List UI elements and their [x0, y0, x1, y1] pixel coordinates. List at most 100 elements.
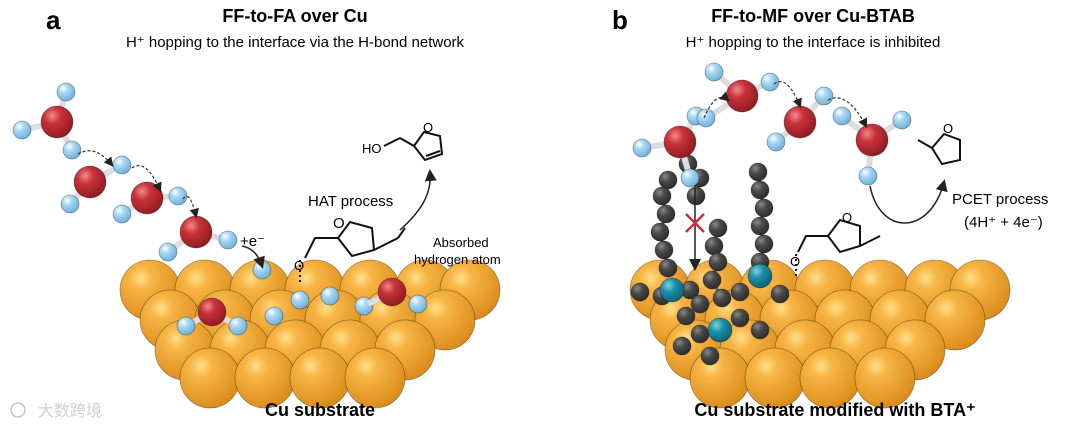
hydrogen-atom [632, 138, 652, 158]
carbon-atom [700, 346, 720, 366]
oxygen-atom [783, 105, 817, 139]
cu-atom [289, 347, 351, 409]
cu-atom [744, 347, 806, 409]
adsorbed-hydrogen [252, 260, 272, 280]
hop-arrow [827, 97, 868, 129]
hop-arrow [773, 81, 802, 109]
furfural-carbonyl-o-b: O [790, 254, 800, 269]
adsorbed-hydrogen [290, 290, 310, 310]
carbon-atom [750, 180, 770, 200]
hydrogen-atom [680, 168, 700, 188]
nitrogen-atom [747, 263, 773, 289]
watermark: 大数跨境 [10, 401, 102, 420]
panel-b: O O O PCET process (4H⁺ + 4e⁻) b FF-to-M… [612, 5, 1048, 420]
carbon-atom [708, 252, 728, 272]
hydrogen-atom [176, 316, 196, 336]
methylfuran-product [917, 132, 961, 166]
hydrogen-atom [858, 166, 878, 186]
product-o-label-a: O [423, 120, 433, 135]
electron-label: +e⁻ [240, 233, 265, 250]
carbon-atom [730, 282, 750, 302]
carbon-atom [750, 320, 770, 340]
panel-a: O O HO O HAT process +e⁻ Absorbed hydrog… [12, 5, 501, 420]
electron-arrow [241, 245, 265, 269]
oxygen-atom [725, 79, 759, 113]
carbon-atom [658, 170, 678, 190]
oxygen-atom [73, 165, 107, 199]
hydrogen-atom [218, 230, 238, 250]
panel-a-substrate-label: Cu substrate [265, 400, 375, 420]
furfural-o-label-b: O [842, 210, 852, 225]
adsorbed-furfural-a [299, 220, 406, 285]
cu-atom [234, 347, 296, 409]
hop-arrow [703, 91, 730, 119]
hydrogen-atom [112, 155, 132, 175]
furfuryl-alcohol-product [383, 130, 444, 162]
carbon-atom [770, 284, 790, 304]
cu-atom [854, 347, 916, 409]
hydrogen-atom [814, 86, 834, 106]
oxygen-atom [855, 123, 889, 157]
hydrogen-atom [12, 120, 32, 140]
carbon-atom [686, 186, 706, 206]
absorbed-h-label-1: Absorbed [433, 235, 489, 250]
pcet-detail-label: (4H⁺ + 4e⁻) [964, 214, 1043, 231]
panel-a-subtitle: H⁺ hopping to the interface via the H-bo… [126, 34, 465, 51]
panel-b-substrate-label: Cu substrate modified with BTA⁺ [694, 400, 975, 420]
product-ho-label: HO [362, 141, 382, 156]
blocked-x-icon [685, 213, 705, 233]
hydrogen-atom [892, 110, 912, 130]
carbon-atom [658, 258, 678, 278]
hydrogen-atom [56, 82, 76, 102]
cu-atom [179, 347, 241, 409]
watermark-text: 大数跨境 [38, 401, 102, 420]
nitrogen-atom [707, 317, 733, 343]
cu-atom [689, 347, 751, 409]
carbon-atom [754, 198, 774, 218]
carbon-atom [730, 308, 750, 328]
hydrogen-atom [112, 204, 132, 224]
carbon-atom [652, 186, 672, 206]
hat-process-label: HAT process [308, 193, 393, 210]
hat-arrow [399, 169, 437, 231]
carbon-atom [650, 222, 670, 242]
nitrogen-atom [659, 277, 685, 303]
adsorbed-furfural-b [795, 218, 881, 278]
cu-substrate-b [629, 259, 1011, 409]
carbon-atom [750, 216, 770, 236]
carbon-atom [672, 336, 692, 356]
pcet-arrow [869, 179, 948, 224]
watermark-logo-icon [10, 402, 26, 418]
carbon-atom [630, 282, 650, 302]
carbon-atom [656, 204, 676, 224]
carbon-atom [712, 288, 732, 308]
product-o-label-b: O [943, 121, 953, 136]
hydrogen-atom [704, 62, 724, 82]
adsorbed-hydrogen [320, 286, 340, 306]
oxygen-atom [377, 277, 407, 307]
hydrogen-atom [168, 186, 188, 206]
hydrogen-atom [228, 316, 248, 336]
water-chain-a [12, 82, 238, 262]
surface-species-a [176, 260, 428, 336]
adsorbed-hydrogen [408, 294, 428, 314]
hydrogen-atom [696, 108, 716, 128]
cu-substrate-a [119, 259, 501, 409]
carbon-atom [690, 324, 710, 344]
adsorbed-hydrogen [264, 306, 284, 326]
carbon-atom [676, 306, 696, 326]
carbon-atom [708, 218, 728, 238]
furfural-o-label-a: O [333, 215, 345, 232]
carbon-atom [654, 240, 674, 260]
cu-atom [344, 347, 406, 409]
cu-atom [799, 347, 861, 409]
hydrogen-atom [60, 194, 80, 214]
oxygen-atom [663, 125, 697, 159]
water-chain-b [632, 62, 912, 188]
hydrogen-atom [158, 242, 178, 262]
carbon-atom [702, 270, 722, 290]
furfural-carbonyl-o-a: O [294, 258, 304, 273]
hydrogen-atom [832, 106, 852, 126]
carbon-atom [690, 294, 710, 314]
